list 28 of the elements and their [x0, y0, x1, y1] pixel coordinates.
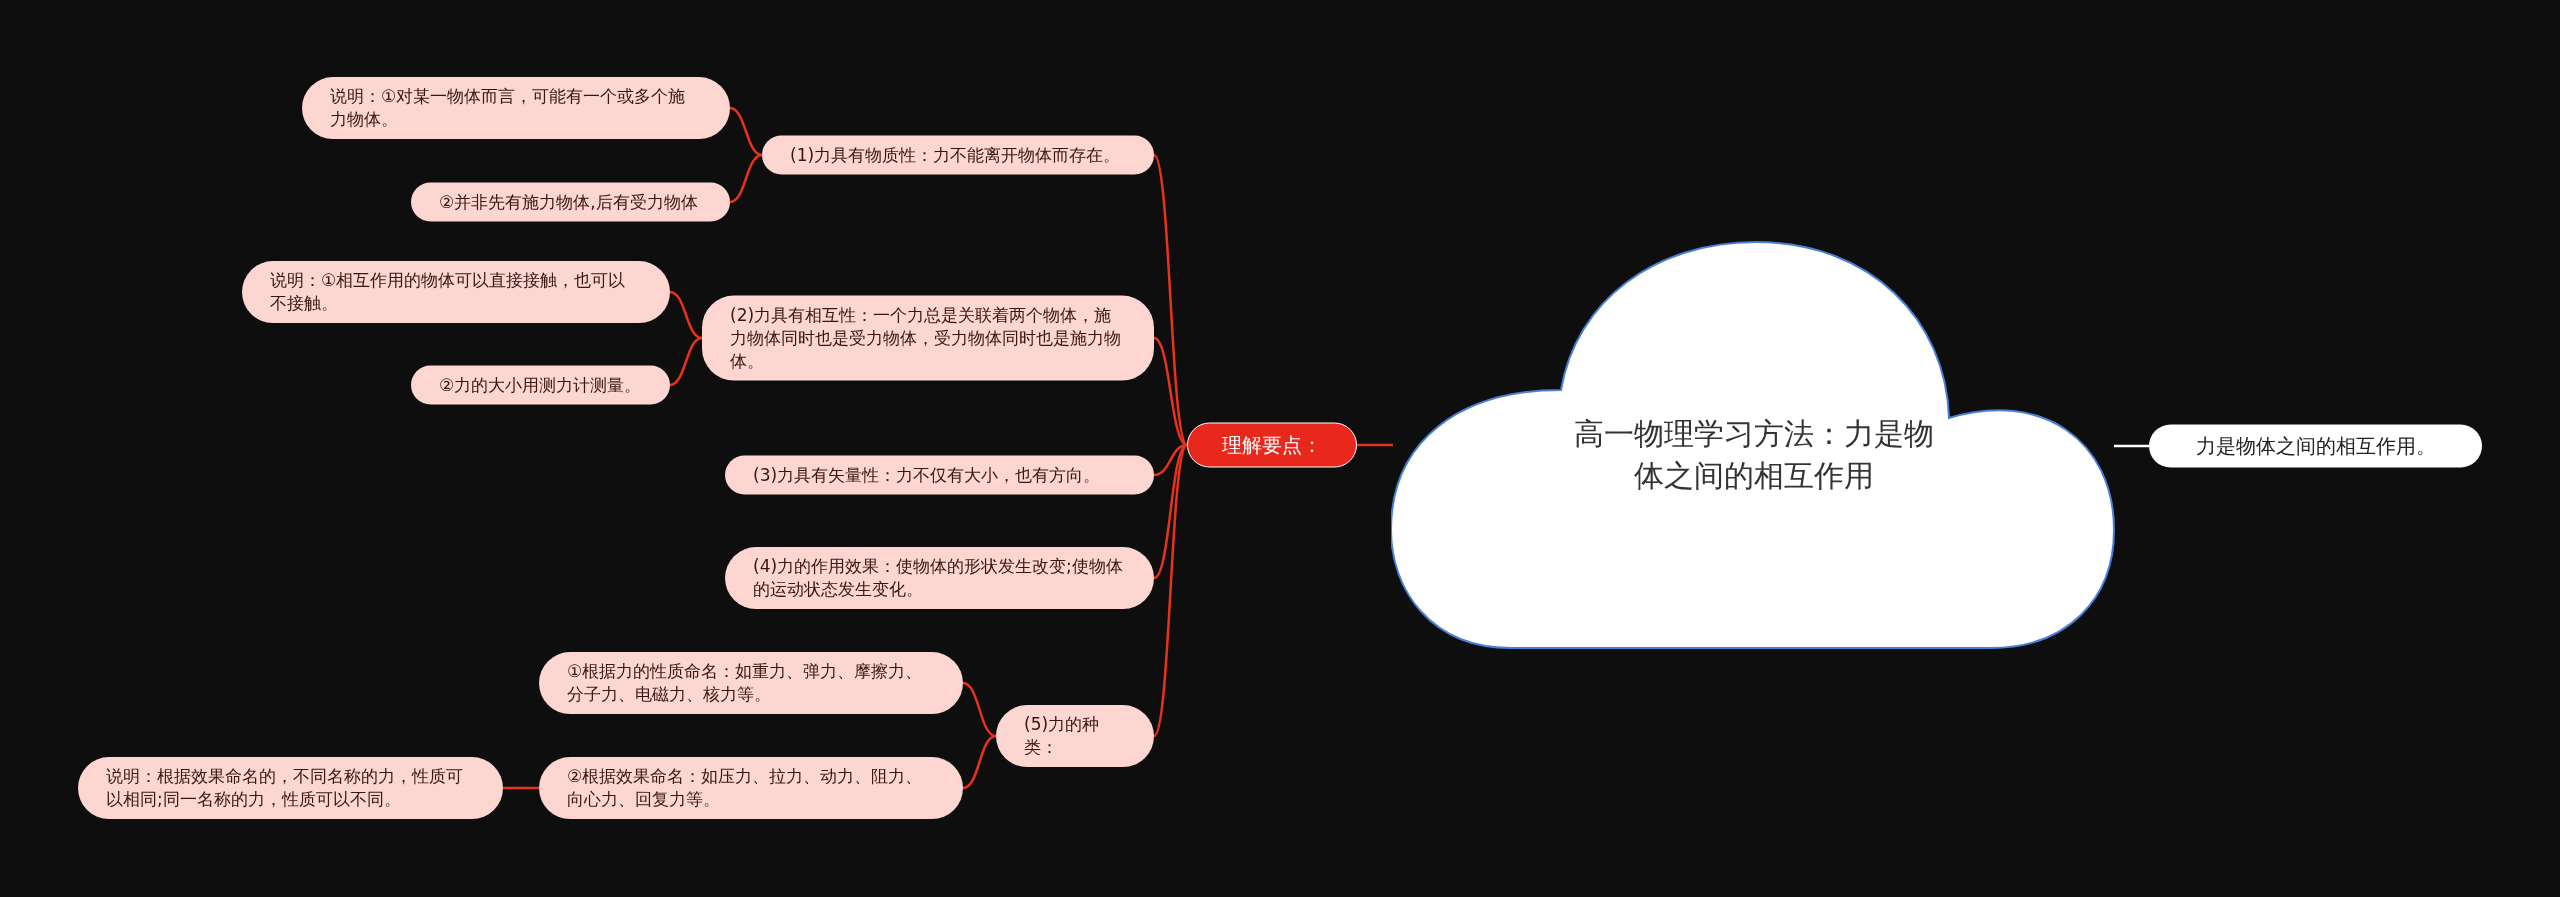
topic-node: ①根据力的性质命名：如重力、弹力、摩擦力、分子力、电磁力、核力等。 [539, 652, 963, 714]
connector-line [729, 106, 763, 157]
topic-node: (5)力的种类： [996, 705, 1154, 767]
topic-node: ②力的大小用测力计测量。 [411, 365, 670, 405]
connector-line [669, 290, 703, 340]
connector-line [962, 734, 997, 790]
topic-node: 说明：根据效果命名的，不同名称的力，性质可以相同;同一名称的力，性质可以不同。 [78, 757, 503, 819]
topic-node: (4)力的作用效果：使物体的形状发生改变;使物体的运动状态发生变化。 [725, 547, 1154, 609]
topic-node: ②并非先有施力物体,后有受力物体 [411, 182, 730, 222]
connector-line [962, 681, 997, 738]
connector-line [2114, 444, 2149, 448]
cloud-node [1391, 240, 2116, 650]
connector-line [1153, 336, 1188, 447]
connector-line [669, 336, 703, 387]
topic-node: 力是物体之间的相互作用。 [2149, 424, 2482, 468]
connector-line [729, 153, 763, 204]
topic-node: (1)力具有物质性：力不能离开物体而存在。 [762, 135, 1154, 175]
topic-node: (2)力具有相互性：一个力总是关联着两个物体，施力物体同时也是受力物体，受力物体同时也是施力物体。 [702, 295, 1154, 381]
topic-node: ②根据效果命名：如压力、拉力、动力、阻力、向心力、回复力等。 [539, 757, 963, 819]
connector-line [1152, 154, 1189, 446]
connector-line [1152, 444, 1189, 737]
connector-line [1357, 443, 1393, 447]
topic-node: (3)力具有矢量性：力不仅有大小，也有方向。 [725, 455, 1154, 495]
topic-node: 说明：①对某一物体而言，可能有一个或多个施力物体。 [302, 77, 730, 139]
topic-node: 理解要点： [1187, 422, 1357, 468]
connector-line [503, 786, 539, 790]
central-topic: 高一物理学习方法：力是物体之间的相互作用 [1573, 415, 1934, 495]
topic-node: 说明：①相互作用的物体可以直接接触，也可以不接触。 [242, 261, 670, 323]
